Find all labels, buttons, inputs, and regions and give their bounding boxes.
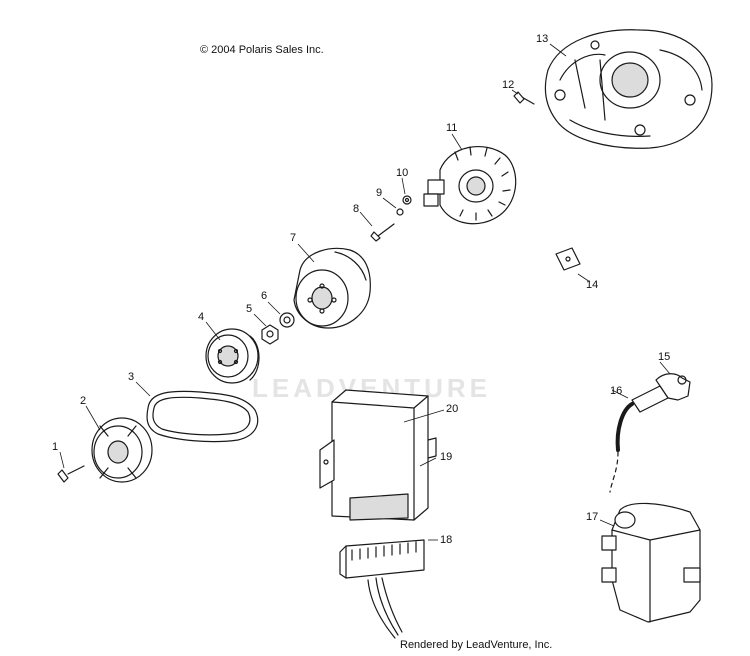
callout-5[interactable]: 5 <box>246 303 252 315</box>
callout-7[interactable]: 7 <box>290 232 296 244</box>
part-7-flywheel[interactable] <box>293 247 371 329</box>
callout-16[interactable]: 16 <box>610 385 622 397</box>
part-12-bolt[interactable] <box>513 91 535 105</box>
callout-6[interactable]: 6 <box>261 290 267 302</box>
part-6-washer[interactable] <box>279 312 295 328</box>
callout-17[interactable]: 17 <box>586 511 598 523</box>
part-8-screw[interactable] <box>370 223 395 242</box>
callout-15[interactable]: 15 <box>658 351 670 363</box>
leader-lines <box>59 43 671 541</box>
part-18-connector[interactable] <box>339 539 425 639</box>
callout-20[interactable]: 20 <box>446 403 458 415</box>
part-5-nut[interactable] <box>261 324 279 345</box>
callout-12[interactable]: 12 <box>502 79 514 91</box>
part-9-lockwasher[interactable] <box>396 208 404 216</box>
part-13-housing[interactable] <box>544 29 713 149</box>
copyright-text: © 2004 Polaris Sales Inc. <box>200 44 324 56</box>
part-20-cdi-box[interactable] <box>319 389 437 521</box>
callout-2[interactable]: 2 <box>80 395 86 407</box>
callout-4[interactable]: 4 <box>198 311 204 323</box>
part-3-belt[interactable] <box>146 390 259 443</box>
part-14-clip[interactable] <box>555 247 581 271</box>
part-15-spark-cap[interactable] <box>631 373 691 413</box>
callout-labels: 1 2 3 4 5 6 7 8 9 10 11 12 13 14 15 16 1… <box>52 33 670 546</box>
callout-1[interactable]: 1 <box>52 441 58 453</box>
rendered-by-text: Rendered by LeadVenture, Inc. <box>400 639 553 651</box>
callout-8[interactable]: 8 <box>353 203 359 215</box>
part-16-plug-wire[interactable] <box>609 402 634 493</box>
callout-19[interactable]: 19 <box>440 451 452 463</box>
callout-14[interactable]: 14 <box>586 279 598 291</box>
callout-9[interactable]: 9 <box>376 187 382 199</box>
part-1-bolt[interactable] <box>57 465 85 483</box>
part-11-stator[interactable] <box>423 146 517 225</box>
callout-10[interactable]: 10 <box>396 167 408 179</box>
part-4-pulley[interactable] <box>205 328 260 384</box>
callout-11[interactable]: 11 <box>446 122 457 134</box>
callout-18[interactable]: 18 <box>440 534 452 546</box>
part-2-pulley[interactable] <box>91 417 153 483</box>
callout-13[interactable]: 13 <box>536 33 548 45</box>
part-10-washer[interactable] <box>402 195 412 205</box>
callout-3[interactable]: 3 <box>128 371 134 383</box>
part-17-ignition-coil[interactable] <box>601 502 701 623</box>
